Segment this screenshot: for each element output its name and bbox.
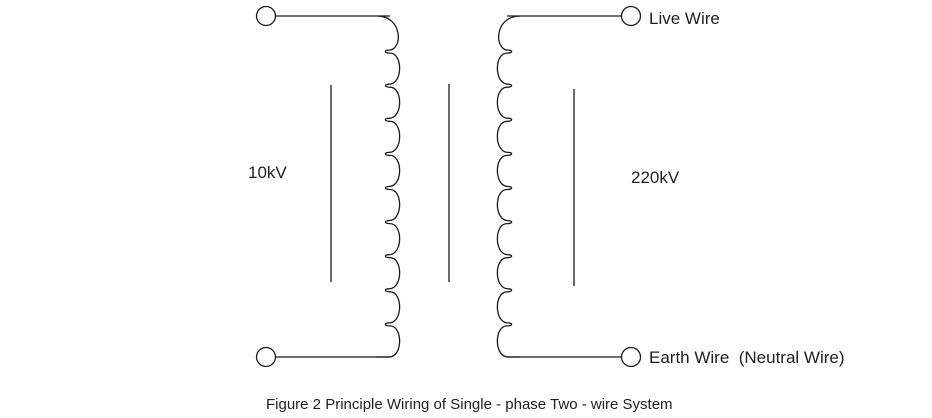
earth-wire-terminal [620,346,642,368]
secondary-voltage-label: 220kV [631,168,680,187]
primary-winding [376,15,401,358]
live-wire-terminal [620,5,642,27]
primary-bottom-terminal [255,346,277,368]
earth-wire-label: Earth Wire (Neutral Wire) [649,348,845,367]
figure-caption: Figure 2 Principle Wiring of Single - ph… [266,396,673,413]
secondary-winding [496,15,521,358]
live-wire-label: Live Wire [649,9,720,28]
primary-voltage-label: 10kV [248,163,287,182]
primary-top-terminal [255,5,277,27]
